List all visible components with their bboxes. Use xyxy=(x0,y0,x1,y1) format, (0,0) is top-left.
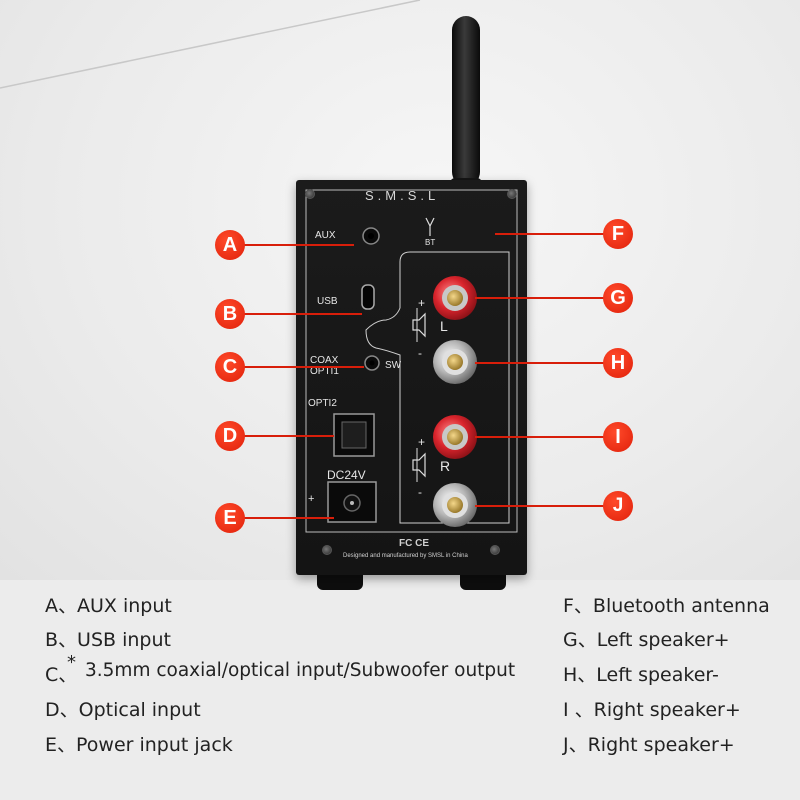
silk-left: L xyxy=(440,318,448,334)
screw xyxy=(305,189,315,199)
legend-c-text: 3.5mm coaxial/optical input/Subwoofer ou… xyxy=(85,660,516,681)
silk-plus-left: + xyxy=(418,296,426,310)
silk-coax: COAX xyxy=(310,355,339,366)
legend-a: A、AUX input xyxy=(45,595,172,617)
silk-bt: BT xyxy=(425,238,436,247)
legend-c-star: * xyxy=(67,652,76,673)
callout-h: H xyxy=(603,348,633,378)
silk-polarity: + xyxy=(308,493,315,505)
brand-logo: S.M.S.L xyxy=(365,188,440,203)
callout-c: C xyxy=(215,352,245,382)
callout-d: D xyxy=(215,421,245,451)
callout-line-h xyxy=(475,362,605,364)
callout-line-j xyxy=(475,505,605,507)
panel-artwork xyxy=(305,189,518,533)
callout-line-i xyxy=(475,436,605,438)
callout-line-d xyxy=(244,435,334,437)
silk-opti2: OPTI2 xyxy=(308,398,337,409)
callout-line-e xyxy=(244,517,334,519)
callout-a: A xyxy=(215,230,245,260)
silk-dc24v: DC24V xyxy=(327,468,366,482)
background-streak xyxy=(0,0,421,89)
certification-marks: FC CE xyxy=(399,538,429,549)
silk-aux: AUX xyxy=(315,230,336,241)
callout-line-a xyxy=(244,244,354,246)
callout-g: G xyxy=(603,283,633,313)
legend-g: G、Left speaker+ xyxy=(563,629,730,651)
legend-d: D、Optical input xyxy=(45,699,201,721)
legend-i: I 、Right speaker+ xyxy=(563,699,741,721)
silk-usb: USB xyxy=(317,296,338,307)
callout-e: E xyxy=(215,503,245,533)
legend-j: J、Right speaker+ xyxy=(563,734,735,756)
legend-h: H、Left speaker- xyxy=(563,664,719,686)
callout-line-c xyxy=(244,366,364,368)
silk-minus-right: - xyxy=(418,485,422,499)
callout-b: B xyxy=(215,299,245,329)
legend-b: B、USB input xyxy=(45,629,171,651)
callout-j: J xyxy=(603,491,633,521)
callout-f: F xyxy=(603,219,633,249)
callout-line-g xyxy=(475,297,605,299)
silk-sw: SW xyxy=(385,360,402,371)
silk-plus-right: + xyxy=(418,435,426,449)
silk-minus-left: - xyxy=(418,346,422,360)
callout-i: I xyxy=(603,422,633,452)
panel-footer-text: Designed and manufactured by SMSL in Chi… xyxy=(343,553,468,559)
legend-c-prefix: C、 xyxy=(45,664,78,686)
silk-opti1: OPTI1 xyxy=(310,366,339,377)
screw xyxy=(490,545,500,555)
legend-f: F、Bluetooth antenna xyxy=(563,595,770,617)
screw xyxy=(507,189,517,199)
screw xyxy=(322,545,332,555)
silk-right: R xyxy=(440,458,451,474)
legend-e: E、Power input jack xyxy=(45,734,233,756)
callout-line-b xyxy=(244,313,362,315)
callout-line-f xyxy=(495,233,605,235)
